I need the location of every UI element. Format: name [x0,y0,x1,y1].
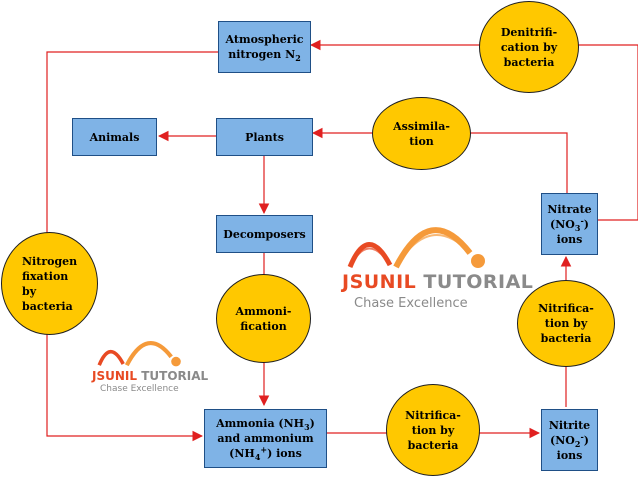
logo-arcs-icon [347,227,485,269]
jsunil-logo-small: JSUNIL TUTORIAL Chase Excellence [90,328,208,398]
nitrate-line1: Nitrate [547,202,592,216]
plants-box: Plants [216,118,313,156]
animals-label: Animals [89,130,140,144]
logo-brand-small: JSUNIL TUTORIAL [92,369,209,383]
logo-tagline-large: Chase Excellence [354,296,468,311]
decomposers-label: Decomposers [223,227,306,241]
logo-brand-large: JSUNIL TUTORIAL [342,271,534,293]
nitrification-process-right: Nitrifica- tion by bacteria [517,280,615,367]
denitrification-process: Denitrifi- cation by bacteria [479,1,579,93]
assimilation-process: Assimila- tion [372,97,471,170]
nitrate-line3: ions [556,232,583,246]
nitrite-line2: (NO2-) [550,430,589,449]
logo-arcs-icon-small [97,340,181,367]
nitrogen-fixation-process: Nitrogen fixation by bacteria [1,232,98,335]
ammonification-process: Ammoni- fication [216,274,311,363]
atmospheric-line2: nitrogen N2 [228,48,301,64]
decomposers-box: Decomposers [216,215,313,253]
nitrite-box: Nitrite (NO2-) ions [541,409,598,471]
nitrification-process-bottom: Nitrifica- tion by bacteria [386,384,480,476]
ammonia-line1: Ammonia (NH3) [216,417,315,433]
atmospheric-nitrogen-box: Atmospheric nitrogen N2 [218,21,311,73]
animals-box: Animals [72,118,157,156]
ammonia-box: Ammonia (NH3) and ammonium (NH4+) ions [204,409,327,468]
ammonia-line3: (NH4+) ions [229,444,302,463]
arrow-nitrate-to-atmospheric [309,39,638,221]
nitrite-line3: ions [556,448,583,462]
nitrate-line2: (NO3-) [550,214,589,233]
nitrite-line1: Nitrite [548,418,591,432]
ammonia-line2: and ammonium [217,432,314,445]
nitrate-box: Nitrate (NO3-) ions [541,193,598,255]
jsunil-logo-large: JSUNIL TUTORIAL Chase Excellence [338,205,533,315]
plants-label: Plants [245,130,284,144]
atmospheric-line1: Atmospheric [225,33,304,46]
logo-tagline-small: Chase Excellence [100,384,179,394]
